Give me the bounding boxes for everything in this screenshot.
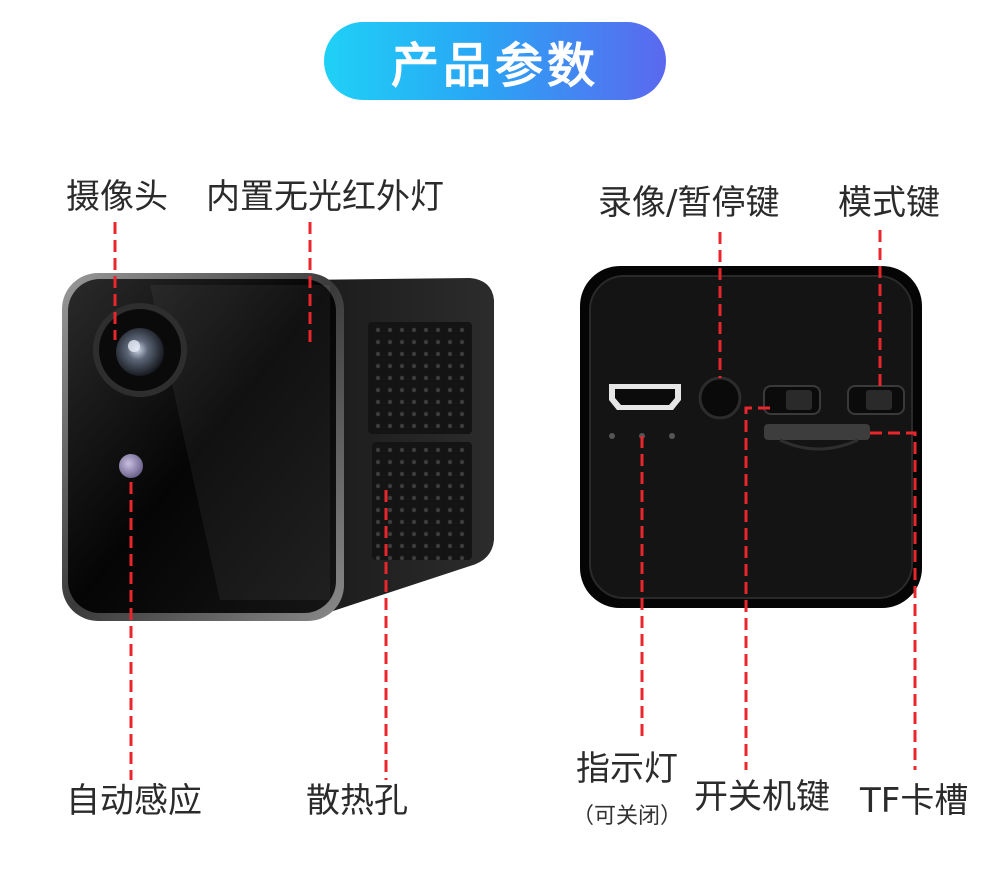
heat-vent-lower [372, 442, 472, 560]
label-camera: 摄像头 [66, 177, 168, 217]
motion-sensor-icon [119, 454, 143, 478]
label-record-pause-key: 录像/暂停键 [598, 183, 780, 223]
record-pause-button-icon [698, 376, 742, 420]
page-title: 产品参数 [390, 38, 599, 94]
camera-device-front [62, 273, 494, 621]
label-heat-vents: 散热孔 [306, 781, 408, 821]
title-banner: 产品参数 [324, 22, 666, 100]
label-auto-sensor: 自动感应 [66, 781, 202, 821]
label-indicator-light: 指示灯 [576, 749, 678, 789]
leader-lines [113, 222, 917, 780]
camera-device-back [580, 266, 922, 608]
label-mode-key: 模式键 [838, 183, 940, 223]
label-tf-slot: TF卡槽 [860, 781, 969, 821]
label-power-key: 开关机键 [694, 777, 830, 817]
tf-slot-icon [764, 424, 870, 440]
label-ir-light: 内置无光红外灯 [206, 177, 444, 217]
label-indicator-note: （可关闭） [572, 804, 683, 829]
heat-vent-upper [368, 322, 472, 434]
